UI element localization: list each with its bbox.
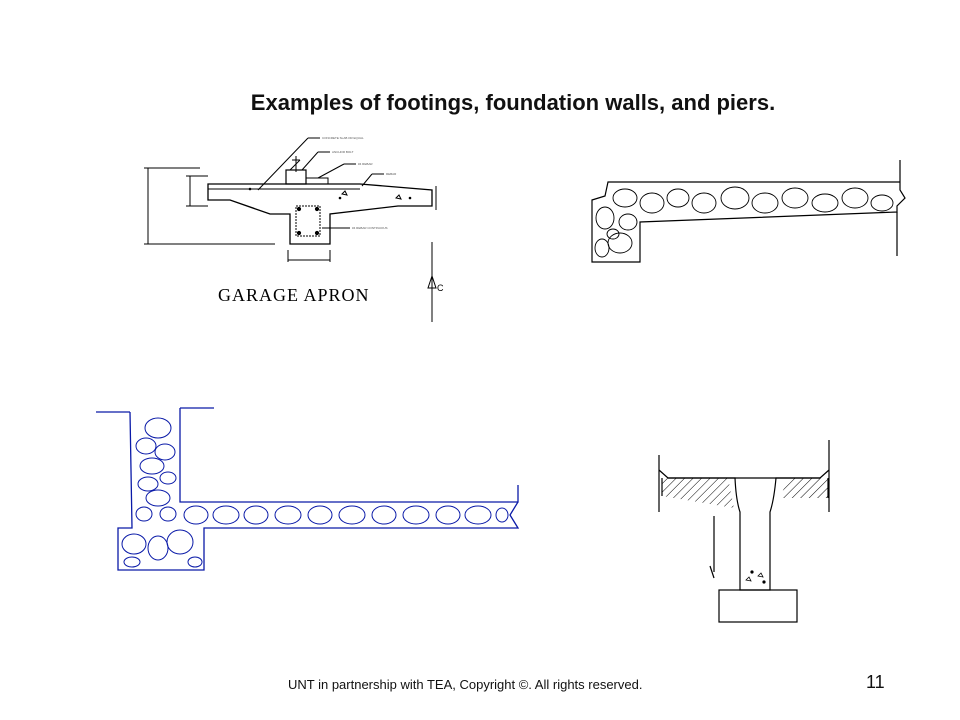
stone-foundation-drawing: [96, 407, 520, 571]
page-number: 11: [866, 672, 885, 692]
callout-4: REBAR: [386, 172, 397, 176]
callout-1: CONCRETE SLAB OR EQUAL: [322, 136, 364, 140]
section-mark-label: C: [437, 283, 444, 293]
callout-2: ANCHOR BOLT: [332, 150, 354, 154]
callout-3: #4 REBAR: [358, 162, 373, 166]
callout-5: #4 REBAR CONTINUOUS: [352, 226, 388, 230]
thickened-slab-drawing: [591, 160, 906, 263]
footer-copyright: UNT in partnership with TEA, Copyright ©…: [288, 677, 643, 692]
slide-title: Examples of footings, foundation walls, …: [250, 90, 776, 115]
garage-apron-label: GARAGE APRON: [218, 285, 370, 305]
garage-apron-callouts: CONCRETE SLAB OR EQUAL ANCHOR BOLT #4 RE…: [322, 136, 397, 230]
pier-drawing: [658, 440, 830, 623]
garage-apron-drawing: [144, 137, 437, 322]
